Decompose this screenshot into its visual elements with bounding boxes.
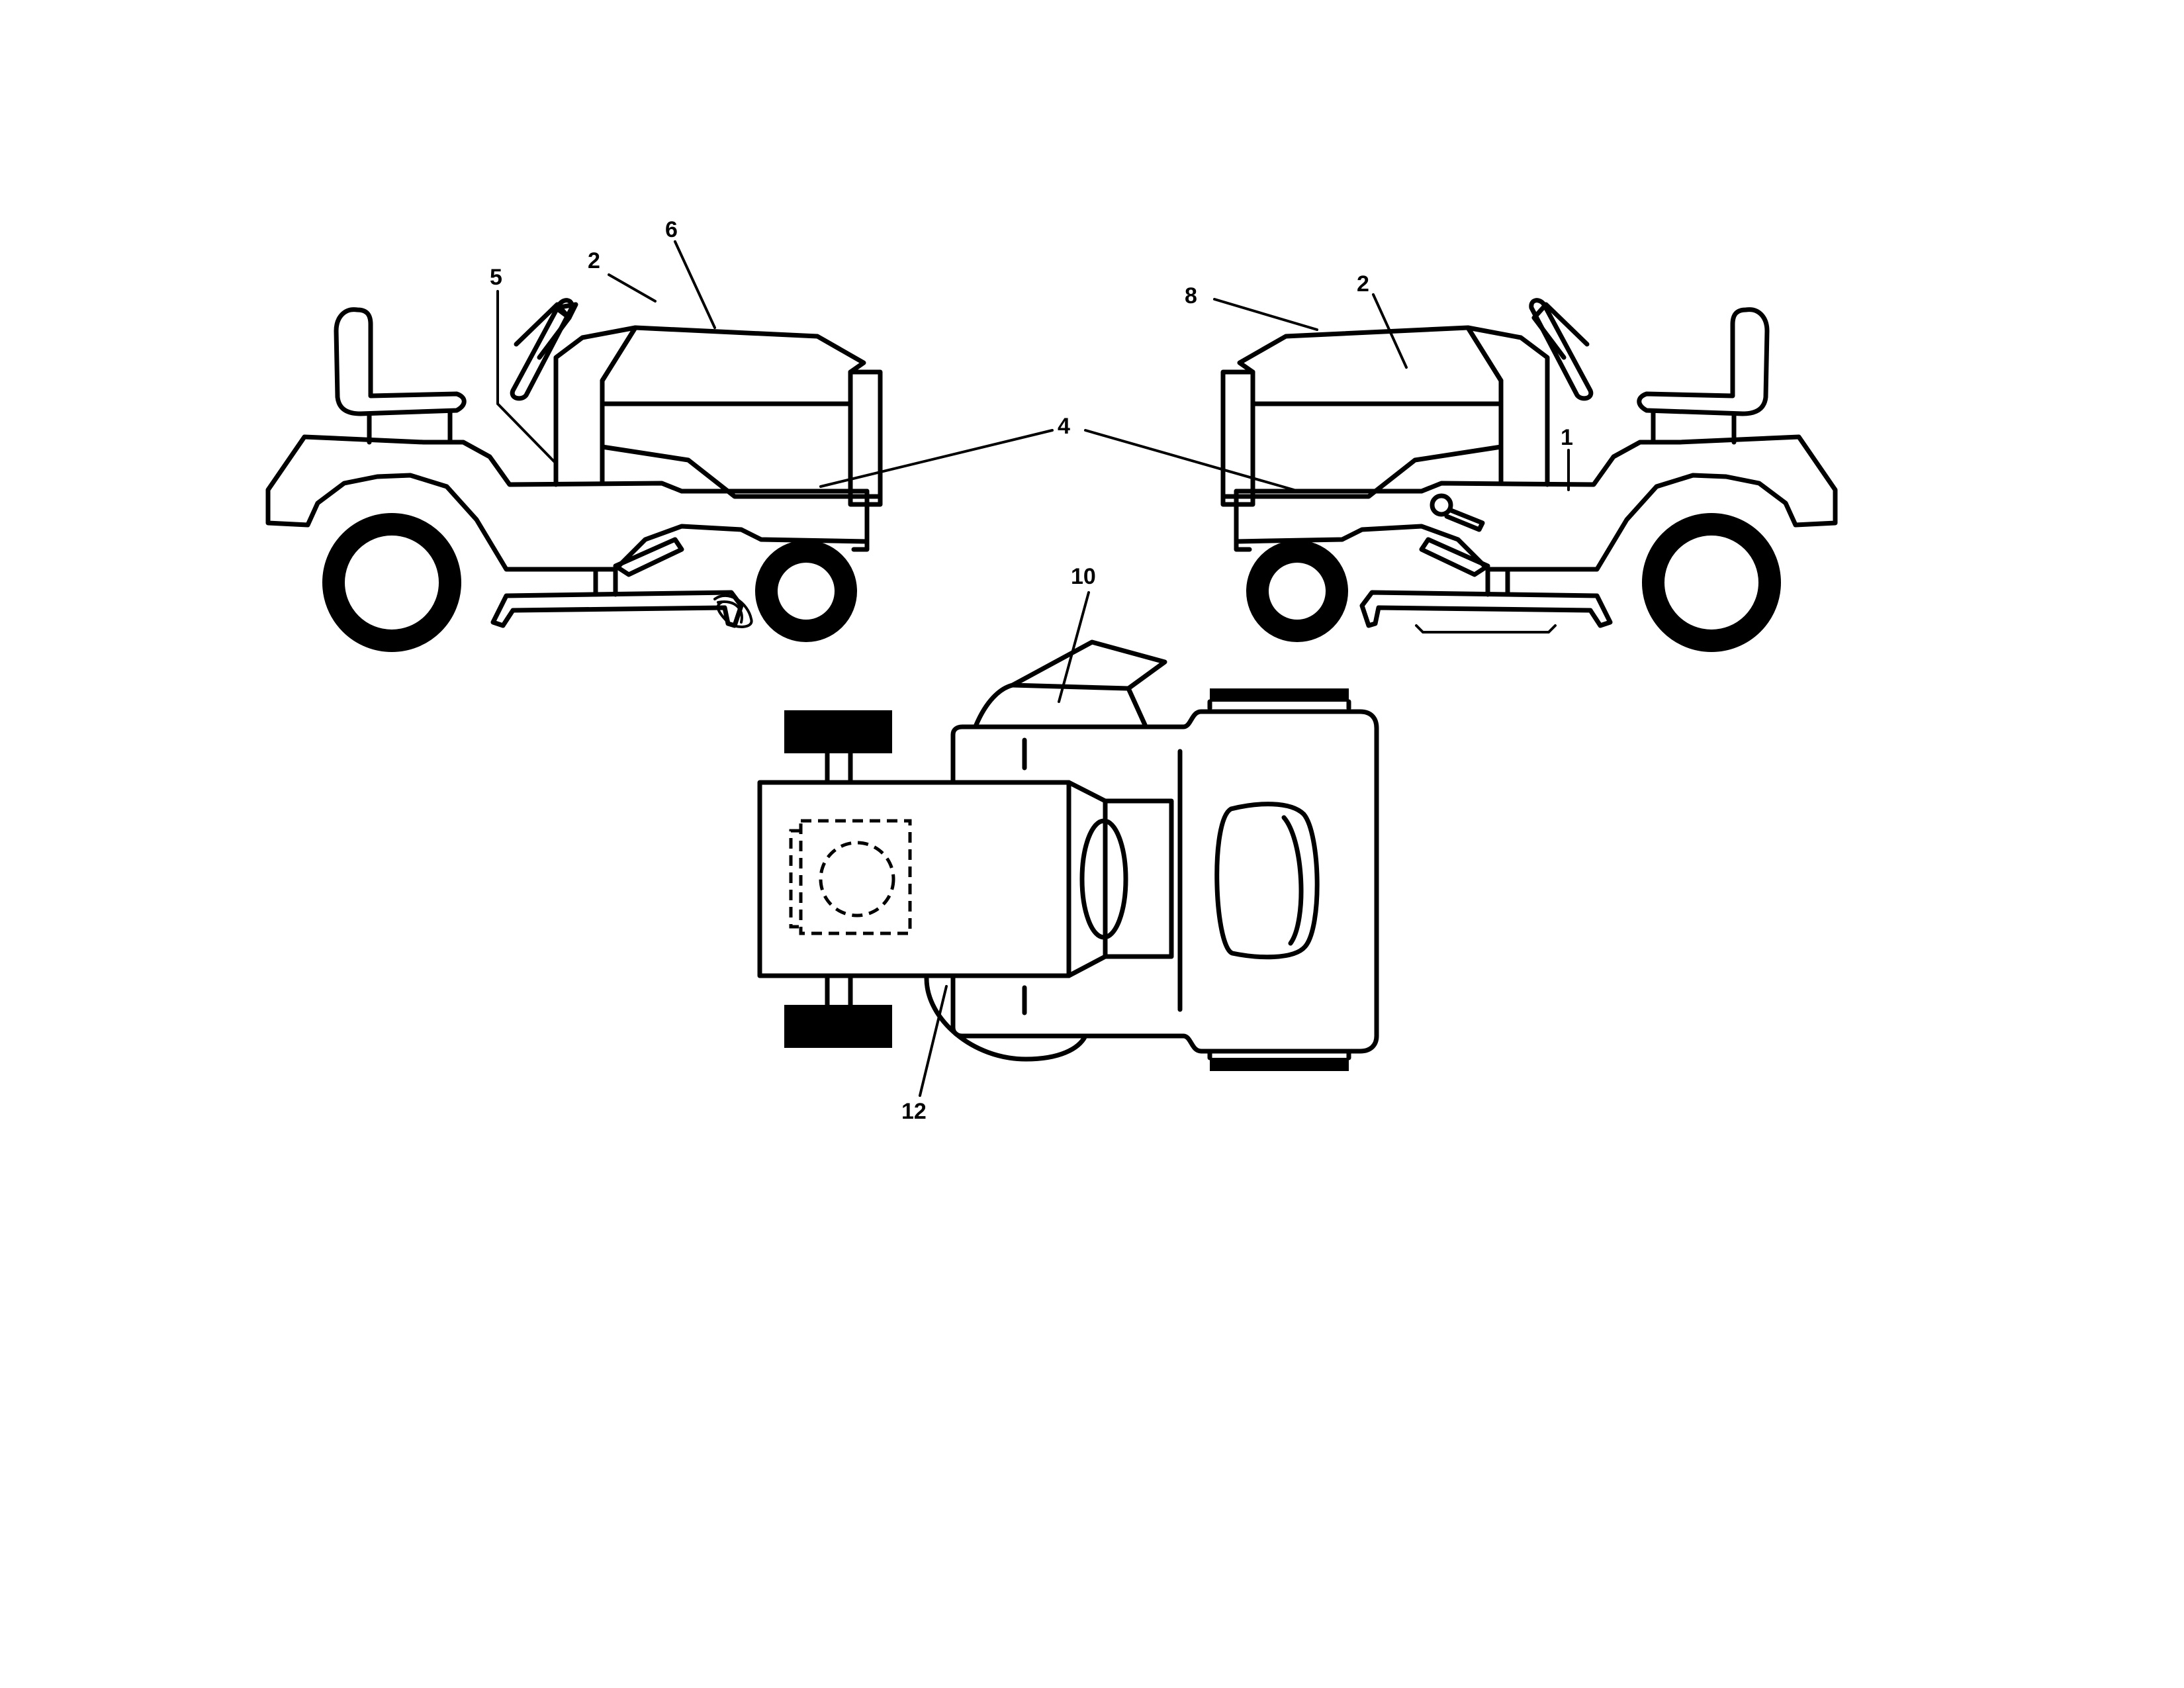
callout-right-2: 2: [1357, 271, 1369, 297]
callout-left-4: 4: [1058, 414, 1070, 439]
callout-left-2: 2: [588, 248, 600, 273]
leader-right-8: [1213, 298, 1318, 331]
leader-left-6: [674, 240, 716, 329]
callout-right-1: 1: [1561, 425, 1573, 450]
callout-labels: 5 2 6 4 8 2 1 10 12: [490, 217, 1573, 1124]
callout-right-8: 8: [1185, 283, 1197, 308]
leader-left-4: [819, 429, 1054, 488]
leader-right-2: [1372, 293, 1408, 369]
leader-right-4: [1084, 429, 1295, 491]
callout-left-6: 6: [665, 217, 678, 242]
leader-left-2: [608, 273, 657, 303]
leader-left-5: [496, 290, 557, 465]
leader-top-10: [1058, 591, 1090, 703]
callout-leaders: [496, 240, 1570, 1097]
left-side-view-tractor: [265, 298, 883, 652]
right-side-view-tractor: [1220, 298, 1838, 652]
callout-top-10: 10: [1071, 564, 1096, 589]
callout-top-12: 12: [901, 1099, 927, 1124]
leader-top-12: [919, 985, 948, 1097]
callout-left-5: 5: [490, 265, 502, 290]
top-view-tractor: [757, 639, 1379, 1071]
